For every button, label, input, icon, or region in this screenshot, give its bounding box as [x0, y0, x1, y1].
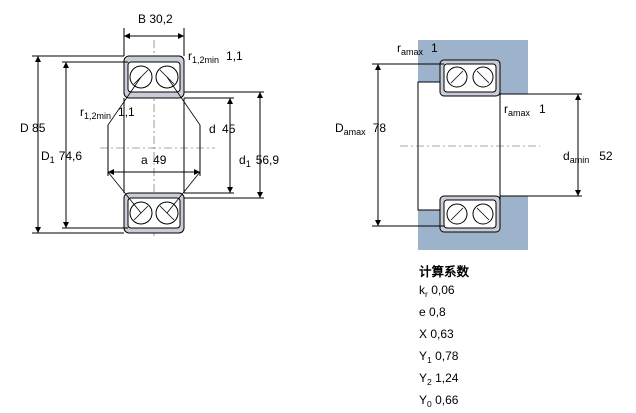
dim-label-D: D 85 — [20, 121, 46, 135]
dim-label-d: d 45 — [209, 122, 236, 136]
upper-ring-section — [123, 55, 185, 99]
mounted-upper-ring — [439, 59, 501, 97]
factor-row-e: e 0,8 — [419, 305, 446, 319]
dim-label-a: a 49 — [141, 153, 167, 167]
factor-row-X: X 0,63 — [419, 327, 454, 341]
housing-hatch-top — [418, 40, 528, 62]
shaft-hatch-bottom — [418, 210, 440, 230]
dim-label-B: B 30,2 — [138, 12, 173, 26]
factor-row-Y0: Y0 0,66 — [419, 393, 459, 409]
lower-ring-section — [123, 192, 185, 234]
housing-shoulder-bottom — [500, 196, 528, 230]
mounted-lower-ring — [439, 195, 501, 233]
housing-shoulder-top — [500, 62, 528, 94]
calculation-factors-title: 计算系数 — [419, 265, 470, 279]
factor-row-kr: kr 0,06 — [419, 283, 455, 299]
housing-hatch-bottom — [418, 230, 528, 250]
factor-row-Y2: Y2 1,24 — [419, 371, 459, 387]
factor-row-Y1: Y1 0,78 — [419, 349, 459, 365]
calculation-factors: 计算系数 kr 0,06 e 0,8 X 0,63 Y1 0,78 Y2 1,2… — [419, 263, 469, 413]
shaft-hatch-top — [418, 62, 440, 82]
